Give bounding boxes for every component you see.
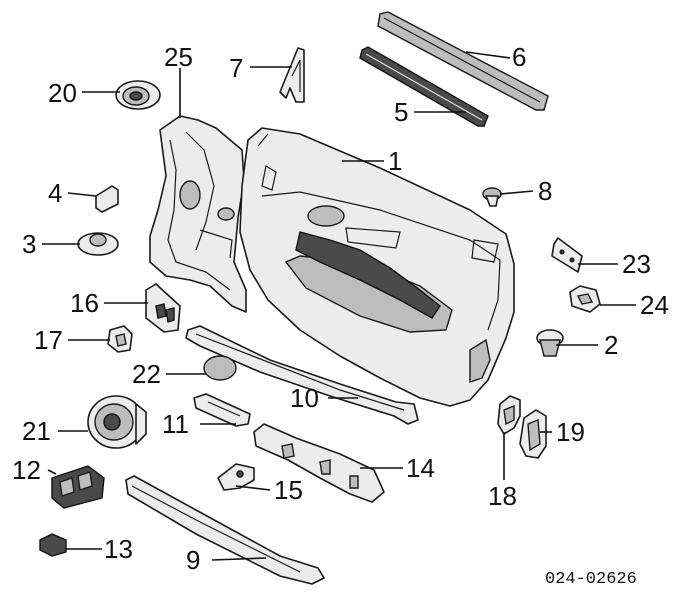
- part-13-small-switch: [39, 533, 67, 557]
- callout-13: 13: [104, 534, 133, 564]
- callout-21: 21: [22, 416, 51, 446]
- callout-14: 14: [406, 453, 435, 483]
- part-23-plate: [551, 237, 583, 273]
- part-11-bracket-plate: [193, 393, 251, 427]
- part-5-window-seal-inner: [359, 46, 489, 127]
- leader-8: [499, 190, 534, 195]
- part-6-window-seal-outer: [377, 11, 549, 111]
- part-15-small-bracket: [217, 463, 255, 491]
- part-19-handle-bezel: [519, 409, 547, 459]
- callout-18: 18: [488, 481, 517, 511]
- callout-2: 2: [604, 330, 618, 360]
- leader-12: [47, 469, 57, 475]
- callout-19: 19: [556, 417, 585, 447]
- part-7-corner-bracket: [279, 47, 305, 103]
- part-8-push-clip: [482, 187, 502, 207]
- callout-1: 1: [388, 146, 402, 176]
- callout-15: 15: [274, 475, 303, 505]
- part-16-switch-block: [145, 283, 181, 333]
- leader-lines: [42, 51, 636, 561]
- callout-3: 3: [22, 229, 36, 259]
- part-20-tweeter: [115, 80, 161, 110]
- callout-11: 11: [162, 409, 189, 439]
- callout-7: 7: [229, 53, 243, 83]
- callout-16: 16: [70, 288, 99, 318]
- callout-17: 17: [34, 325, 63, 355]
- callout-23: 23: [622, 249, 651, 279]
- part-24-ring-trim: [569, 285, 601, 313]
- callout-5: 5: [394, 97, 408, 127]
- callout-12: 12: [12, 455, 41, 485]
- callout-20: 20: [48, 78, 77, 108]
- callout-22: 22: [132, 359, 161, 389]
- part-3-mounting-clip: [77, 232, 119, 256]
- part-22-round-cap: [203, 355, 237, 381]
- part-2-expanding-clip: [536, 329, 564, 357]
- part-14-lower-trim: [253, 423, 385, 503]
- callout-10: 10: [290, 383, 319, 413]
- part-12-window-switch: [51, 465, 105, 509]
- reference-code: 024-02626: [545, 570, 637, 589]
- part-25-door-carrier: [149, 115, 247, 313]
- part-17-square-trim: [107, 325, 133, 353]
- part-9-bottom-trim: [125, 475, 325, 585]
- part-10-armrest-strip: [185, 325, 419, 425]
- leader-6: [465, 51, 511, 59]
- callout-4: 4: [48, 178, 62, 208]
- callout-8: 8: [538, 176, 552, 206]
- leader-9: [211, 557, 267, 561]
- callout-9: 9: [186, 545, 200, 575]
- part-18-door-handle: [497, 395, 521, 435]
- leader-4: [67, 192, 97, 197]
- leader-15: [235, 485, 271, 491]
- part-1-door-trim-panel: [239, 127, 515, 407]
- part-21-woofer: [87, 395, 147, 449]
- callout-25: 25: [164, 42, 193, 72]
- callout-labels: 6 5 7 20 25 1 4 8 3 23 16 24 17 2 22 10 …: [12, 42, 669, 575]
- part-4-clip: [95, 185, 119, 213]
- callout-24: 24: [640, 290, 669, 320]
- callout-6: 6: [512, 42, 526, 72]
